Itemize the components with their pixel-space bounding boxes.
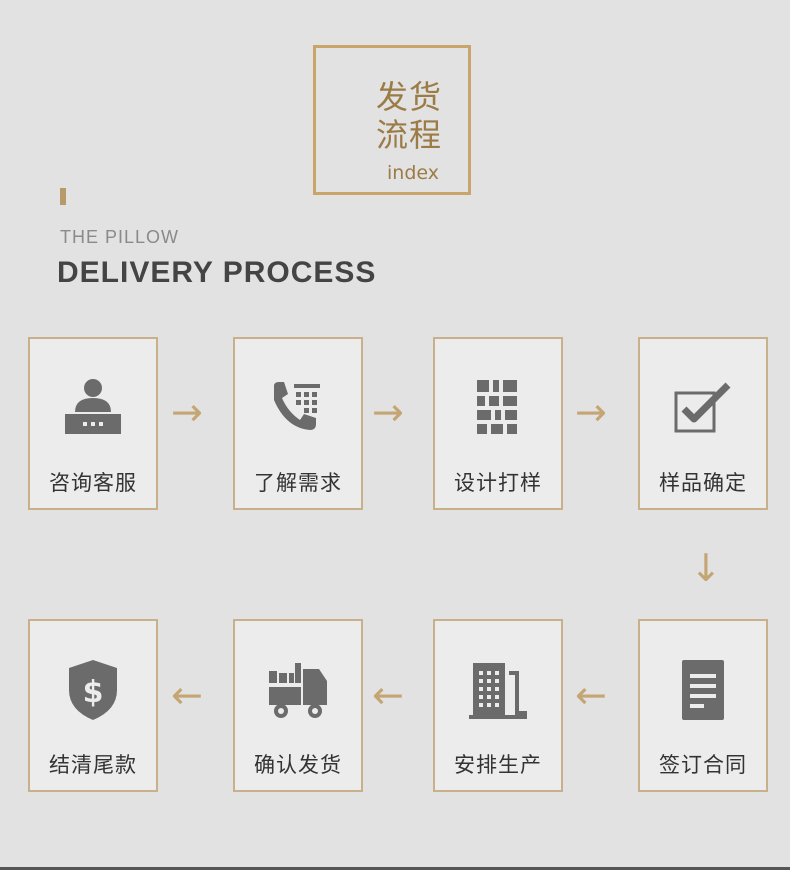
dollar-shield-icon: $ bbox=[69, 660, 117, 720]
arrow-left-icon: ← bbox=[575, 673, 607, 717]
step-production: 安排生产 bbox=[433, 619, 563, 792]
arrow-left-icon: ← bbox=[171, 673, 203, 717]
step-requirements: 了解需求 bbox=[233, 337, 363, 510]
step-label: 签订合同 bbox=[659, 753, 747, 777]
arrow-left-icon: ← bbox=[372, 673, 404, 717]
bottom-divider bbox=[0, 867, 790, 870]
document-icon bbox=[682, 660, 724, 720]
arrow-down-icon: ↓ bbox=[690, 546, 722, 590]
design-grid-icon bbox=[477, 380, 517, 434]
delivery-truck-icon bbox=[269, 663, 327, 718]
title-cn: 发货 流程 bbox=[376, 78, 442, 154]
step-label: 安排生产 bbox=[454, 753, 542, 777]
step-final-payment: $ 结清尾款 bbox=[28, 619, 158, 792]
title-cn-line2: 流程 bbox=[375, 116, 442, 154]
title-en: index bbox=[387, 162, 439, 184]
arrow-right-icon: → bbox=[171, 390, 203, 434]
step-customer-service: 咨询客服 bbox=[28, 337, 158, 510]
svg-text:$: $ bbox=[83, 675, 104, 710]
step-label: 样品确定 bbox=[659, 471, 747, 495]
step-label: 设计打样 bbox=[454, 471, 542, 495]
title-box: 发货 流程 index bbox=[313, 45, 471, 195]
step-sample-confirm: 样品确定 bbox=[638, 337, 768, 510]
subtitle: THE PILLOW bbox=[60, 227, 180, 247]
factory-building-icon bbox=[469, 663, 527, 719]
step-sign-contract: 签订合同 bbox=[638, 619, 768, 792]
step-label: 了解需求 bbox=[254, 471, 342, 495]
customer-service-icon bbox=[65, 379, 121, 434]
phone-icon bbox=[274, 382, 320, 430]
accent-bar bbox=[60, 188, 66, 205]
step-label: 确认发货 bbox=[254, 753, 342, 777]
title-cn-line1: 发货 bbox=[375, 78, 442, 116]
arrow-right-icon: → bbox=[575, 390, 607, 434]
arrow-right-icon: → bbox=[372, 390, 404, 434]
step-label: 咨询客服 bbox=[49, 471, 137, 495]
checkbox-icon bbox=[674, 382, 731, 433]
page-heading: DELIVERY PROCESS bbox=[57, 256, 377, 289]
step-confirm-shipping: 确认发货 bbox=[233, 619, 363, 792]
step-design-sample: 设计打样 bbox=[433, 337, 563, 510]
step-label: 结清尾款 bbox=[49, 753, 137, 777]
